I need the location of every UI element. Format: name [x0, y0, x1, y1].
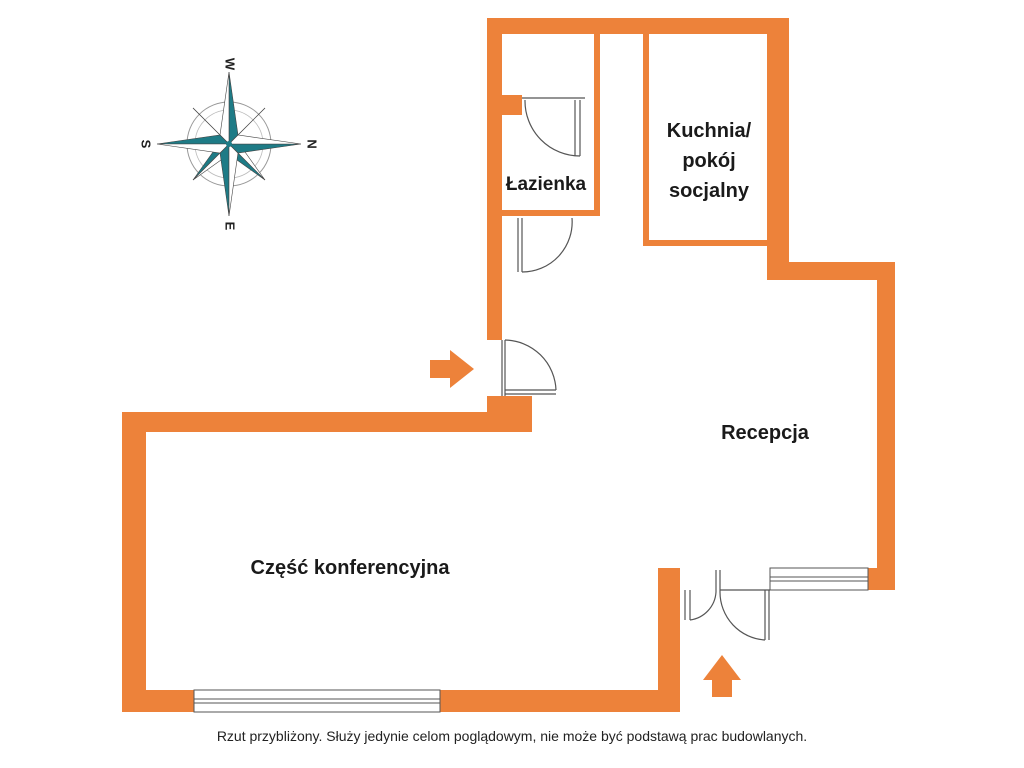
- compass-west-label: W: [223, 58, 238, 71]
- room-label-kuchnia-line3: socjalny: [668, 180, 750, 202]
- entrance-arrow-up-icon: [703, 655, 741, 697]
- room-label-recepcja: Recepcja: [721, 422, 809, 444]
- compass-east-label: E: [223, 222, 238, 231]
- room-label-konferencja: Część konferencyjna: [250, 557, 450, 579]
- footnote: Rzut przybliżony. Służy jedynie celom po…: [216, 728, 808, 744]
- windows: [193, 567, 869, 713]
- room-label-kuchnia-line1: Kuchnia/: [666, 120, 752, 142]
- walls: [122, 18, 895, 712]
- room-label-kuchnia: Kuchnia/ pokój socjalny: [650, 116, 768, 206]
- compass-south-label: S: [139, 140, 154, 149]
- entrance-arrows: [430, 350, 741, 697]
- compass-rose-icon: W E N S: [139, 58, 320, 231]
- room-label-kuchnia-line2: pokój: [682, 150, 736, 172]
- doors: [501, 97, 770, 641]
- entrance-arrow-right-icon: [430, 350, 474, 388]
- compass-north-label: N: [305, 139, 320, 148]
- room-label-lazienka: Łazienka: [505, 174, 587, 195]
